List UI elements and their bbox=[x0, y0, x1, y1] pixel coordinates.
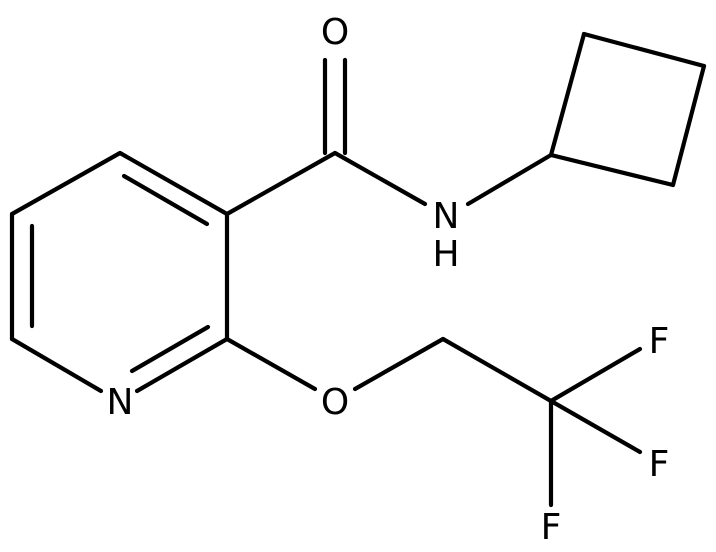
bond-c-n-amide bbox=[332, 150, 428, 207]
bond-o-ch2 bbox=[352, 336, 446, 392]
bond-c6-o bbox=[224, 336, 318, 392]
cyclobutane-ring bbox=[548, 31, 707, 188]
bond-c2-n1 bbox=[9, 336, 104, 394]
bond-c-f2 bbox=[548, 398, 643, 455]
pyridine-ring bbox=[9, 150, 230, 394]
bond-ring-carbonyl-c bbox=[224, 150, 338, 217]
atom-f-1: F bbox=[649, 321, 670, 362]
atom-f-2: F bbox=[649, 444, 670, 485]
atom-n-pyridine: N bbox=[107, 382, 134, 423]
atom-n-amide: N bbox=[433, 196, 460, 237]
atom-labels: O N H N O F F F bbox=[107, 12, 670, 548]
atom-f-3: F bbox=[541, 507, 562, 548]
bond-n1-c6 bbox=[134, 336, 230, 394]
bond-cb-2 bbox=[581, 31, 707, 69]
bond-cb-3 bbox=[670, 63, 707, 188]
carboxamide-group bbox=[224, 57, 554, 217]
atom-o-ether: O bbox=[321, 382, 349, 423]
bond-n1-c6-inner bbox=[129, 324, 211, 374]
trifluoroethoxy-group bbox=[224, 336, 643, 508]
atom-o-carbonyl: O bbox=[321, 12, 349, 53]
bond-ch2-cf3 bbox=[440, 336, 554, 404]
bond-c3-c4 bbox=[9, 150, 123, 217]
bond-n-cyclobutyl bbox=[465, 152, 554, 207]
bond-c4-c5-inner bbox=[121, 173, 210, 227]
atom-h-amide: H bbox=[432, 234, 459, 275]
bond-c-f1 bbox=[548, 346, 643, 404]
bond-cb-1 bbox=[548, 31, 587, 158]
bond-cb-4 bbox=[548, 152, 676, 188]
bond-c4-c5 bbox=[117, 150, 230, 217]
